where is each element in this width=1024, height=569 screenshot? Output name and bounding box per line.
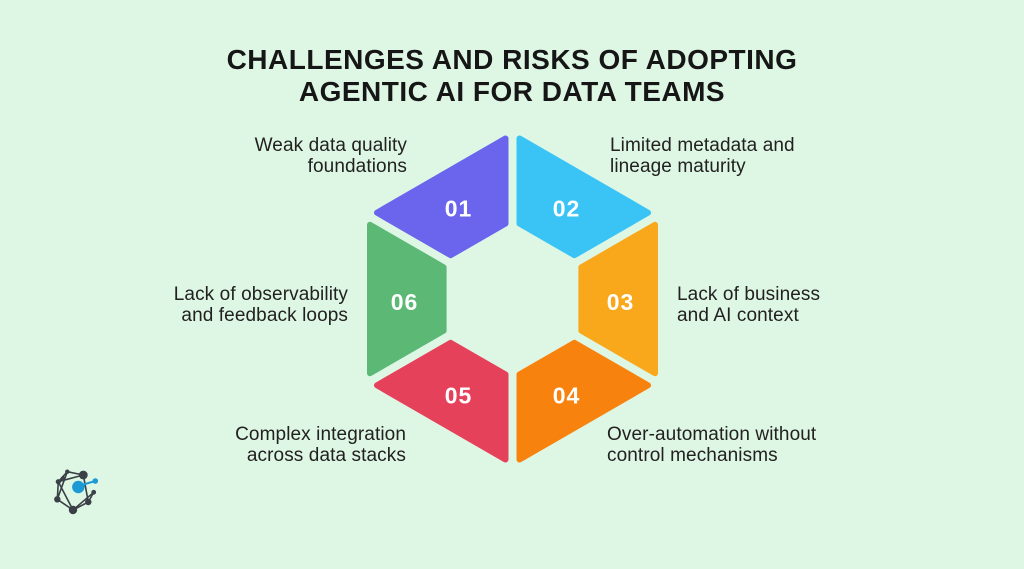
logo-node [65, 469, 70, 474]
logo-node [55, 479, 61, 485]
segment-number-02: 02 [553, 196, 581, 222]
callout-01-line2: foundations [307, 155, 407, 177]
callout-02-line2: lineage maturity [610, 155, 746, 177]
logo-edge [72, 491, 95, 511]
callout-06: Lack of observability and feedback loops [173, 284, 348, 326]
logo-node [68, 505, 78, 515]
logo-accent-node [72, 480, 85, 494]
hex-segment-02 [516, 135, 651, 259]
hex-segment-06 [367, 221, 447, 377]
logo-node [85, 498, 92, 506]
hex-segment-03 [578, 221, 658, 377]
callout-03: Lack of business and AI context [677, 284, 821, 326]
callout-05-line1: Complex integration [235, 424, 406, 445]
hex-segment-01 [374, 135, 509, 259]
callout-04: Over-automation without control mechanis… [607, 424, 817, 466]
network-logo-icon [54, 469, 99, 515]
callout-02: Limited metadata and lineage maturity [610, 135, 795, 177]
logo-edge [56, 470, 69, 501]
callout-04-line2: control mechanisms [607, 444, 778, 466]
hex-segment-05 [374, 339, 509, 463]
logo-edge [57, 480, 74, 511]
segment-number-05: 05 [445, 383, 473, 409]
callout-02-line1: Limited metadata and [610, 135, 795, 156]
logo-accent-node [92, 478, 99, 484]
page-title-line2: AGENTIC AI FOR DATA TEAMS [298, 76, 726, 107]
callout-06-line2: and feedback loops [181, 304, 348, 326]
callout-03-line2: and AI context [677, 304, 799, 326]
logo-node [91, 489, 97, 495]
hex-segment-04 [516, 339, 651, 463]
segment-number-06: 06 [391, 289, 419, 315]
page-title: CHALLENGES AND RISKS OF ADOPTING AGENTIC… [0, 44, 1024, 108]
callout-05: Complex integration across data stacks [235, 424, 406, 466]
logo-edge [82, 474, 90, 503]
page-title-line1: CHALLENGES AND RISKS OF ADOPTING [226, 44, 798, 75]
logo-node [61, 476, 65, 481]
callout-01: Weak data quality foundations [254, 135, 407, 177]
callout-06-line1: Lack of observability [173, 284, 348, 305]
logo-node [78, 470, 88, 480]
callout-05-line2: across data stacks [246, 444, 406, 466]
callout-01-line1: Weak data quality [254, 135, 407, 156]
segment-number-03: 03 [607, 289, 635, 315]
segment-number-01: 01 [445, 196, 473, 222]
segment-number-04: 04 [553, 383, 581, 409]
callout-04-line1: Over-automation without [607, 424, 817, 445]
logo-node [54, 496, 61, 503]
callout-03-line1: Lack of business [677, 284, 821, 305]
